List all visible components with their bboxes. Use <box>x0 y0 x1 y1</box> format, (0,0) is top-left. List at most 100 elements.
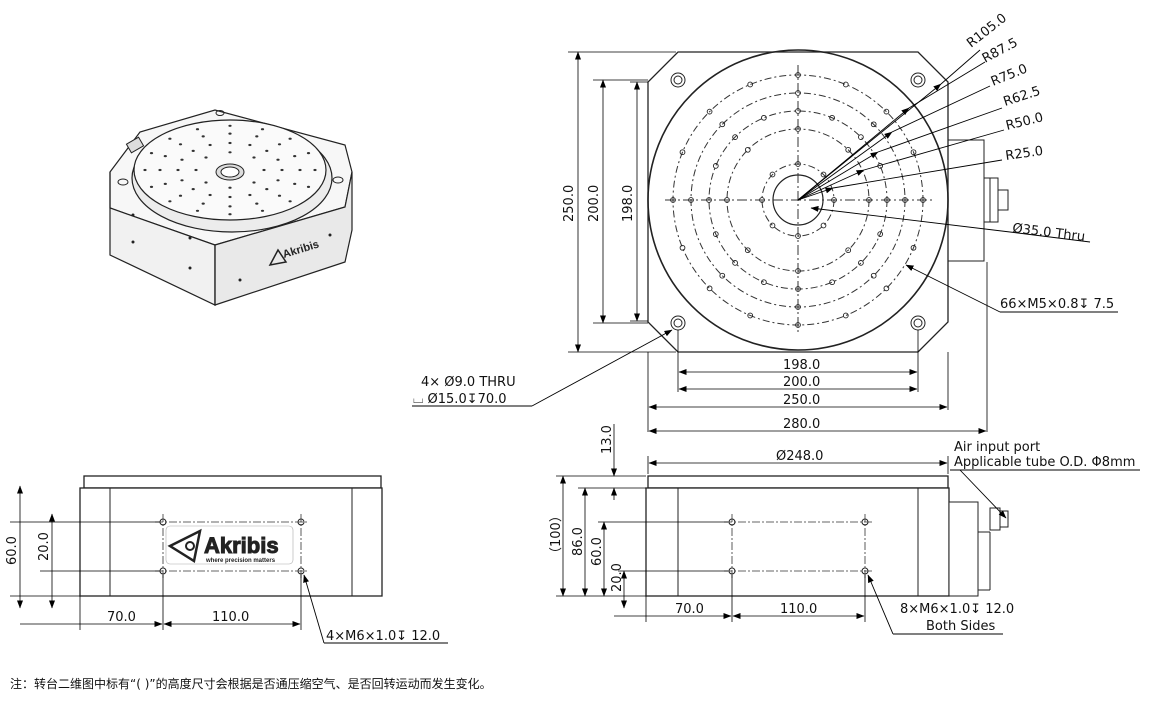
iso-hole <box>265 188 269 191</box>
center-hole-label: Ø35.0 Thru <box>1012 221 1086 245</box>
tapped-hole <box>883 285 890 292</box>
tapped-hole <box>858 260 864 266</box>
iso-hole <box>313 168 317 172</box>
tapped-hole <box>795 126 801 132</box>
dim-width-198: 198.0 <box>783 358 820 373</box>
tapped-hole <box>747 81 754 88</box>
iso-hole <box>143 168 147 172</box>
tapped-hole <box>795 72 801 78</box>
tapped-hole <box>866 197 872 203</box>
tapped-hole <box>829 279 835 286</box>
radius-label: R25.0 <box>1004 144 1044 164</box>
iso-hole <box>208 143 212 147</box>
iso-hole <box>228 195 232 199</box>
tapped-hole <box>761 279 767 286</box>
iso-hole <box>163 182 167 185</box>
tapped-hole <box>769 171 776 178</box>
iso-hole <box>178 194 183 197</box>
tapped-hole <box>795 286 801 292</box>
iso-hole <box>306 185 311 188</box>
tapped-hole <box>795 108 801 114</box>
tapped-hole <box>870 272 877 279</box>
tapped-hole <box>795 90 801 96</box>
akribis-logo-mark-icon <box>167 528 202 564</box>
iso-hole <box>252 181 256 184</box>
iso-hole <box>204 156 208 159</box>
counterbore-label: ⌴ Ø15.0↧70.0 <box>413 392 507 407</box>
side-dim-13: 13.0 <box>600 425 615 454</box>
iso-hole <box>255 135 259 138</box>
iso-logo-mark-icon <box>268 248 288 267</box>
tapped-hole <box>858 134 864 140</box>
tapped-hole <box>883 108 890 115</box>
tapped-hole <box>820 222 827 229</box>
iso-hole <box>306 152 311 155</box>
tapped-hole <box>902 197 908 203</box>
front-dim-70: 70.0 <box>107 610 136 625</box>
side-dia-label: Ø248.0 <box>776 449 823 464</box>
iso-hole <box>195 128 200 131</box>
air-port-label: Air input port <box>954 440 1040 455</box>
iso-hole <box>288 200 292 203</box>
iso-hole <box>298 168 302 172</box>
iso-hole <box>228 186 232 189</box>
dim-height-198: 198.0 <box>621 185 636 222</box>
tapped-hole <box>910 244 917 251</box>
iso-hole <box>260 209 265 212</box>
radius-label: R62.5 <box>1002 84 1043 110</box>
tapped-hole <box>769 222 776 229</box>
iso-hole <box>204 181 208 184</box>
tapped-hole <box>761 114 767 121</box>
iso-hole <box>293 155 297 158</box>
tapped-hole <box>679 244 686 251</box>
dim-height-250: 250.0 <box>562 185 577 222</box>
iso-hole <box>191 188 195 191</box>
front-dim-60: 60.0 <box>5 536 20 565</box>
tapped-hole <box>744 247 751 254</box>
tapped-hole <box>795 322 801 328</box>
dim-height-200: 200.0 <box>587 185 602 222</box>
top-tapped-holes <box>670 72 926 328</box>
iso-hole <box>180 158 184 161</box>
front-callout: 4×M6×1.0↧ 12.0 <box>326 629 440 644</box>
tapped-hole <box>679 149 686 156</box>
tapped-hole <box>795 268 801 274</box>
iso-hole <box>168 137 172 140</box>
tapped-hole <box>870 121 877 128</box>
tapped-hole <box>910 149 917 156</box>
tapped-hole <box>706 108 713 115</box>
side-dim-86: 86.0 <box>571 527 586 556</box>
iso-hole <box>180 179 184 182</box>
front-dim-110: 110.0 <box>212 610 249 625</box>
tapped-hole <box>719 121 726 128</box>
iso-hole <box>195 209 200 212</box>
iso-hole <box>178 143 183 146</box>
isometric-view: Akribis <box>109 109 353 306</box>
iso-hole <box>194 168 198 172</box>
tapped-hole <box>670 197 676 203</box>
iso-hole <box>163 155 167 158</box>
tapped-hole <box>712 163 719 169</box>
iso-hole <box>252 156 256 159</box>
tapped-hole <box>732 260 738 266</box>
side-callout-line2: Both Sides <box>926 619 995 634</box>
tapped-hole <box>759 197 765 203</box>
iso-hole <box>176 168 180 172</box>
tapped-hole <box>732 134 738 140</box>
radius-labels: R105.0 R87.5 R75.0 R62.5 R50.0 R25.0 <box>964 11 1045 164</box>
iso-hole <box>248 143 252 147</box>
side-dim-60: 60.0 <box>590 537 605 566</box>
tapped-hole <box>842 312 849 319</box>
iso-table-holes <box>143 124 317 216</box>
iso-hole <box>293 182 297 185</box>
tapped-hole <box>712 231 719 237</box>
side-view: Ø248.0 13.0 （100） 86.0 60.0 20.0 <box>549 424 1140 635</box>
tapped-hole <box>877 231 884 237</box>
footer-note: 注：转台二维图中标有“( )”的高度尺寸会根据是否通压缩空气、是否回转运动而发生… <box>10 676 492 691</box>
iso-hole <box>276 179 280 182</box>
iso-hole <box>149 185 154 188</box>
iso-hole <box>149 152 154 155</box>
tapped-hole <box>744 146 751 153</box>
radius-label: R50.0 <box>1004 110 1044 134</box>
top-view: R105.0 R87.5 R75.0 R62.5 R50.0 R25.0 Ø35… <box>412 11 1118 434</box>
